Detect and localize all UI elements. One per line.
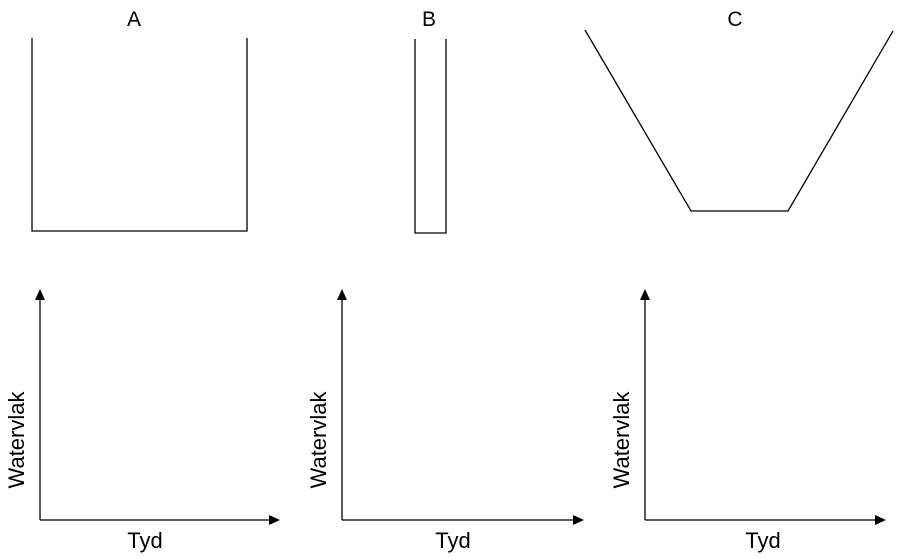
graph-a-ylabel: Watervlak xyxy=(4,391,29,489)
graph-b-y-arrowhead xyxy=(337,289,347,300)
graph-c-xlabel: Tyd xyxy=(745,528,780,553)
graph-b-xlabel: Tyd xyxy=(435,528,470,553)
graph-a-x-arrowhead xyxy=(269,515,280,525)
graph-b-x-arrowhead xyxy=(573,515,584,525)
graph-b: Watervlak Tyd xyxy=(306,289,584,553)
graph-a-y-arrowhead xyxy=(35,289,45,300)
container-a-outline xyxy=(31,38,248,232)
graph-c: Watervlak Tyd xyxy=(609,289,886,553)
graph-a: Watervlak Tyd xyxy=(4,289,280,553)
container-label-c: C xyxy=(727,8,742,31)
container-label-b: B xyxy=(422,8,436,31)
graph-a-xlabel: Tyd xyxy=(127,528,162,553)
graph-c-y-arrowhead xyxy=(640,289,650,300)
container-c-outline xyxy=(584,29,894,212)
graph-b-ylabel: Watervlak xyxy=(306,391,331,489)
container-b-outline xyxy=(414,39,447,234)
graph-c-ylabel: Watervlak xyxy=(609,391,634,489)
graph-c-x-arrowhead xyxy=(875,515,886,525)
container-label-a: A xyxy=(127,8,141,31)
